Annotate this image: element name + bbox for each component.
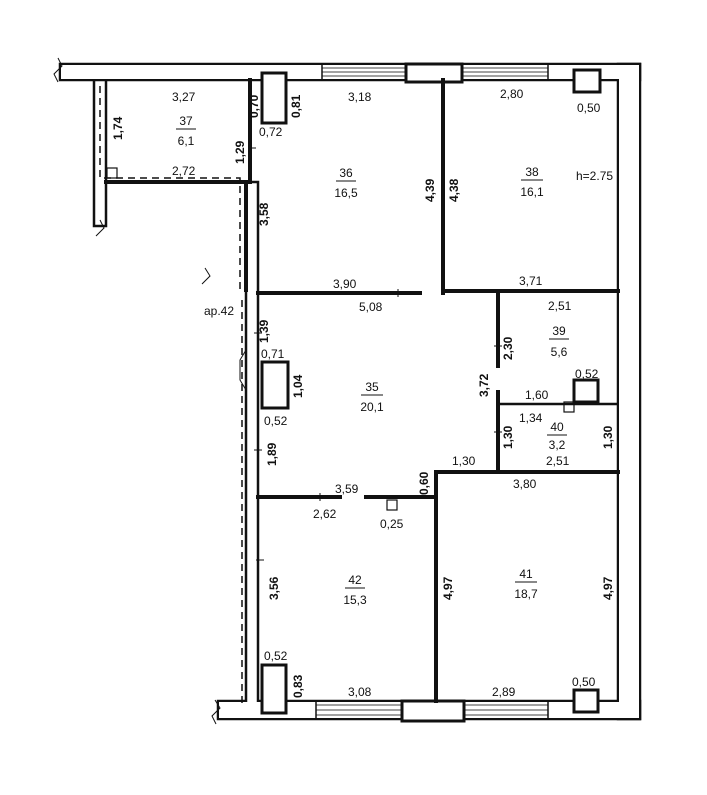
room-labels: 37 6,1 36 16,5 38 16,1 35 20,1 39 5,6 40… — [178, 114, 568, 607]
break-marks — [53, 57, 221, 725]
room-38-area: 16,1 — [520, 185, 544, 199]
apartment-label: ap.42 — [204, 304, 234, 318]
pillar-top-mid — [404, 62, 464, 84]
dim-4-97-right: 4,97 — [601, 576, 615, 600]
dim-0-60: 0,60 — [417, 471, 431, 495]
dimension-ticks — [248, 147, 502, 561]
dim-3-58: 3,58 — [257, 202, 271, 226]
pillar-top-left — [260, 71, 288, 125]
dim-1-30-bottom: 1,30 — [452, 454, 476, 468]
room-40-number: 40 — [550, 420, 564, 434]
dim-1-34: 1,34 — [519, 411, 543, 425]
room-35-number: 35 — [365, 380, 379, 394]
dim-4-39: 4,39 — [423, 178, 437, 202]
dim-2-51-bottom: 2,51 — [546, 454, 570, 468]
pillar-mid-left — [260, 360, 290, 410]
dim-2-80: 2,80 — [500, 87, 524, 101]
dim-0-25: 0,25 — [380, 517, 404, 531]
dim-3-80: 3,80 — [513, 477, 537, 491]
room-41-number: 41 — [519, 567, 533, 581]
dim-3-90: 3,90 — [333, 277, 357, 291]
pillar-mid-right — [572, 378, 600, 404]
pillar-bottom-mid — [400, 699, 466, 723]
entry-door — [239, 349, 247, 391]
dim-3-27: 3,27 — [172, 90, 196, 104]
dim-2-72: 2,72 — [172, 164, 196, 178]
dim-3-59: 3,59 — [335, 482, 359, 496]
room-number-lines — [176, 128, 569, 589]
dim-0-52-left: 0,52 — [264, 414, 288, 428]
room-37-area: 6,1 — [178, 134, 195, 148]
room-39-area: 5,6 — [551, 345, 568, 359]
dimension-labels-vertical: 0,70 0,81 1,74 1,29 3,58 4,39 4,38 1,39 … — [111, 94, 615, 698]
dim-5-08: 5,08 — [359, 300, 383, 314]
dim-3-56: 3,56 — [267, 576, 281, 600]
room-42-number: 42 — [348, 573, 362, 587]
dim-0-52-bottom: 0,52 — [264, 649, 288, 663]
dim-1-60: 1,60 — [525, 388, 549, 402]
pillar-bottom-left — [260, 663, 288, 715]
pillar-bottom-right — [572, 688, 600, 714]
room-36-area: 16,5 — [334, 186, 358, 200]
pillars — [260, 62, 602, 723]
dim-1-89: 1,89 — [265, 442, 279, 466]
dimension-labels-horizontal: 3,27 3,18 2,80 0,50 0,72 2,72 3,90 3,71 … — [172, 87, 601, 699]
dim-0-52-mid: 0,52 — [575, 367, 599, 381]
room-36-number: 36 — [339, 166, 353, 180]
dim-1-29: 1,29 — [233, 140, 247, 164]
dim-0-71: 0,71 — [261, 347, 285, 361]
dim-2-30: 2,30 — [501, 336, 515, 360]
duct-40 — [563, 401, 575, 413]
room-41-area: 18,7 — [514, 587, 538, 601]
duct-37 — [106, 167, 118, 179]
dim-3-71: 3,71 — [519, 274, 543, 288]
dim-0-50-bottom: 0,50 — [572, 675, 596, 689]
dim-1-39: 1,39 — [257, 319, 271, 343]
ceiling-height: h=2.75 — [576, 169, 613, 183]
room-38-number: 38 — [525, 165, 539, 179]
pillar-top-right — [572, 68, 602, 94]
dim-1-74: 1,74 — [111, 116, 125, 140]
room-42-area: 15,3 — [343, 593, 367, 607]
dim-1-04: 1,04 — [291, 374, 305, 398]
dim-0-50-top: 0,50 — [577, 101, 601, 115]
dim-1-30-right: 1,30 — [601, 425, 615, 449]
dim-2-89: 2,89 — [492, 685, 516, 699]
duct-42 — [386, 499, 398, 511]
dim-0-83: 0,83 — [291, 674, 305, 698]
dim-1-30-left: 1,30 — [501, 425, 515, 449]
dim-0-81: 0,81 — [289, 94, 303, 118]
apartment-boundary — [99, 86, 243, 706]
room-39-number: 39 — [552, 324, 566, 338]
dim-3-72: 3,72 — [477, 373, 491, 397]
dim-0-70: 0,70 — [247, 94, 261, 118]
room-37-number: 37 — [179, 114, 193, 128]
dim-0-72: 0,72 — [259, 125, 283, 139]
room-40-area: 3,2 — [549, 438, 566, 452]
dim-4-38: 4,38 — [447, 178, 461, 202]
dim-2-51-top: 2,51 — [548, 299, 572, 313]
dim-2-62: 2,62 — [313, 507, 337, 521]
exterior-walls — [58, 62, 642, 721]
dim-3-08: 3,08 — [348, 685, 372, 699]
dim-4-97-left: 4,97 — [441, 576, 455, 600]
room-35-area: 20,1 — [360, 400, 384, 414]
dim-3-18: 3,18 — [348, 90, 372, 104]
interior-walls — [104, 78, 620, 703]
